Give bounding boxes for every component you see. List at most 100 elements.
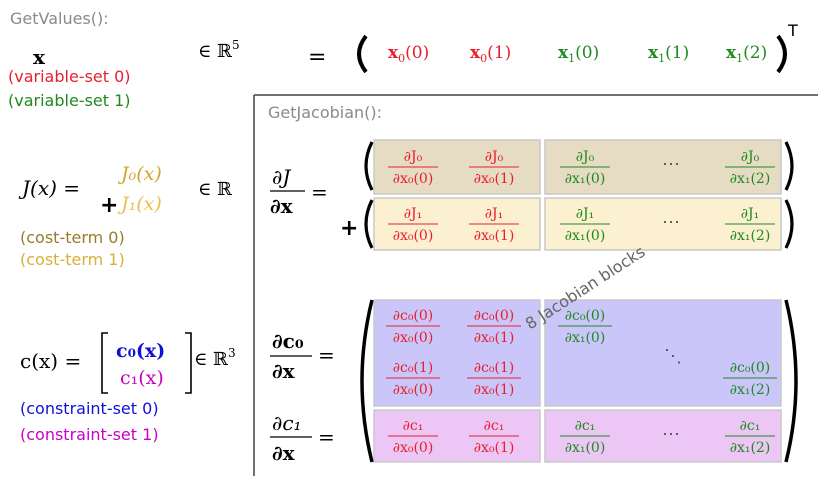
- cost1-entry-0: ∂J₁∂x₀(0): [388, 206, 438, 244]
- constraint-jac-left-paren: [360, 299, 374, 463]
- con0-last-entry: ∂c₀(0) ∂x₁(2): [723, 360, 777, 398]
- cost0-entry-1-den: ∂x₀(1): [474, 171, 515, 187]
- cost-lhs: J(x) =: [18, 176, 80, 200]
- x-entry-arg: (0): [405, 43, 429, 63]
- con1-entry-0-num: ∂c₁: [403, 418, 424, 434]
- con1-entry-3-den: ∂x₁(2): [730, 440, 771, 456]
- x-entry-sub: 1: [568, 52, 575, 65]
- con0-row0-entry-2-num: ∂c₀(0): [565, 308, 606, 324]
- con1-jac-lhs-den: ∂x: [272, 441, 296, 465]
- x-entry-arg: (0): [575, 43, 599, 63]
- get-values-header: GetValues():: [10, 9, 109, 28]
- x-entry-arg: (2): [743, 43, 767, 63]
- x-vector-right-paren: [776, 34, 787, 74]
- con1-entry-0-den: ∂x₀(0): [393, 440, 434, 456]
- cost-member: ∈ ℝ: [198, 179, 233, 200]
- constraint-member: ∈ ℝ3: [194, 346, 236, 370]
- x-equals: =: [308, 45, 326, 70]
- con0-jac-equals: =: [318, 343, 335, 367]
- cost0-entry-0-den: ∂x₀(0): [393, 171, 434, 187]
- cost-term-0-label: (cost-term 0): [20, 228, 125, 247]
- cost-jac-lhs-den: ∂x: [270, 194, 294, 218]
- cost0-hdots: ⋯: [662, 154, 680, 175]
- con1-entry-2-num: ∂c₁: [575, 418, 596, 434]
- cost0-left-paren: [364, 141, 374, 191]
- con1-entry-2-den: ∂x₁(0): [565, 440, 606, 456]
- con0-last-entry-num: ∂c₀(0): [730, 360, 771, 376]
- cost0-entry-3: ∂J₀ ∂x₁(2): [725, 149, 775, 187]
- x-entry-base: x: [558, 43, 569, 63]
- constraint-lhs: c(x) =: [20, 349, 81, 373]
- x-entry-4: x1(2): [726, 43, 767, 65]
- con1-entry-3: ∂c₁ ∂x₁(2): [725, 418, 775, 456]
- con0-row1-entry-1: ∂c₀(1)∂x₀(1): [467, 360, 521, 398]
- cost0-entry-2-num: ∂J₀: [576, 149, 595, 165]
- con1-entry-1-num: ∂c₁: [484, 418, 505, 434]
- con0-row0-entry-0-den: ∂x₀(0): [393, 330, 434, 346]
- x-entry-2: x1(0): [558, 43, 599, 65]
- con0-jac-lhs-num: ∂c₀: [272, 329, 304, 353]
- cost1-right-paren: [784, 199, 794, 249]
- x-member: ∈ ℝ5: [198, 38, 240, 62]
- con0-ddots: ⋱: [664, 346, 682, 367]
- cost1-left-paren: [364, 199, 374, 249]
- con1-entry-3-num: ∂c₁: [740, 418, 761, 434]
- x-entry-0: x0(0): [388, 43, 429, 65]
- cost1-entry-3-num: ∂J₁: [741, 206, 759, 222]
- cost-plus: +: [100, 193, 118, 218]
- cost0-entry-2-den: ∂x₁(0): [565, 171, 606, 187]
- con1-entry-2: ∂c₁ ∂x₁(0): [560, 418, 610, 456]
- constraint-member-symbol: ∈ ℝ: [194, 349, 229, 370]
- x-entry-sub: 1: [658, 52, 665, 65]
- cost-term-1: J₁(x): [117, 193, 162, 215]
- cost0-entry-0: ∂J₀ ∂x₀(0): [388, 149, 438, 187]
- variable-set-1-label: (variable-set 1): [8, 91, 131, 110]
- x-symbol: x: [33, 45, 46, 69]
- con0-row1-entry-1-num: ∂c₀(1): [474, 360, 515, 376]
- cost0-entry-3-num: ∂J₀: [741, 149, 760, 165]
- constraint-jac-right-paren: [784, 299, 798, 463]
- cost1-entry-2: ∂J₁ ∂x₁(0): [560, 206, 610, 244]
- con0-row0-entry-1-num: ∂c₀(0): [474, 308, 515, 324]
- cost1-entry-1: ∂J₁∂x₀(1): [469, 206, 519, 244]
- cost-term-0: J₀(x): [117, 163, 162, 185]
- con1-jac-lhs-num: ∂c₁: [272, 411, 302, 435]
- x-entry-sub: 0: [398, 52, 405, 65]
- x-vector-transpose: T: [787, 21, 798, 40]
- cost-jac-equals: =: [311, 180, 328, 204]
- x-entry-3: x1(1): [648, 43, 689, 65]
- jacobian-entries: ∂J₀∂x₀(0)∂J₀∂x₀(1)∂J₀∂x₁(0)∂J₀∂x₁(2)∂J₁∂…: [386, 149, 777, 456]
- cost1-entry-0-num: ∂J₁: [404, 206, 422, 222]
- x-entry-base: x: [726, 43, 737, 63]
- x-entry-arg: (1): [487, 43, 511, 63]
- con0-jac-lhs-den: ∂x: [272, 359, 296, 383]
- cost0-entry-2: ∂J₀ ∂x₁(0): [560, 149, 610, 187]
- cost1-entry-2-num: ∂J₁: [576, 206, 594, 222]
- x-entry-base: x: [648, 43, 659, 63]
- con0-row0-entry-0: ∂c₀(0)∂x₀(0): [386, 308, 440, 346]
- cost-jac-plus: +: [340, 216, 358, 241]
- cost1-entry-3-den: ∂x₁(2): [730, 228, 771, 244]
- con1-entry-1-den: ∂x₀(1): [474, 440, 515, 456]
- con0-last-entry-den: ∂x₁(2): [730, 382, 771, 398]
- get-jacobian-header: GetJacobian():: [268, 103, 382, 122]
- cost1-entry-3: ∂J₁ ∂x₁(2): [725, 206, 775, 244]
- x-vector-left-paren: [357, 34, 368, 74]
- con0-row1-entry-0: ∂c₀(1) ∂x₀(0): [386, 360, 440, 398]
- x-member-symbol: ∈ ℝ: [198, 41, 233, 62]
- x-entry-sub: 0: [480, 52, 487, 65]
- x-entry-base: x: [388, 43, 399, 63]
- con1-hdots: ⋯: [662, 424, 680, 445]
- cost1-entry-2-den: ∂x₁(0): [565, 228, 606, 244]
- con0-row0-entry-2: ∂c₀(0)∂x₁(0): [558, 308, 612, 346]
- con1-entry-1: ∂c₁ ∂x₀(1): [469, 418, 519, 456]
- constraint-left-bracket: [101, 332, 108, 394]
- x-vector-entries: x0(0)x0(1)x1(0)x1(1)x1(2): [388, 43, 767, 65]
- cost0-entry-3-den: ∂x₁(2): [730, 171, 771, 187]
- cost0-entry-1-num: ∂J₀: [485, 149, 504, 165]
- con0-row1-entry-0-den: ∂x₀(0): [393, 382, 434, 398]
- cost0-entry-0-num: ∂J₀: [404, 149, 423, 165]
- cost0-entry-1: ∂J₀ ∂x₀(1): [469, 149, 519, 187]
- constraint-member-dim: 3: [228, 346, 236, 360]
- con0-row1-entry-0-num: ∂c₀(1): [393, 360, 434, 376]
